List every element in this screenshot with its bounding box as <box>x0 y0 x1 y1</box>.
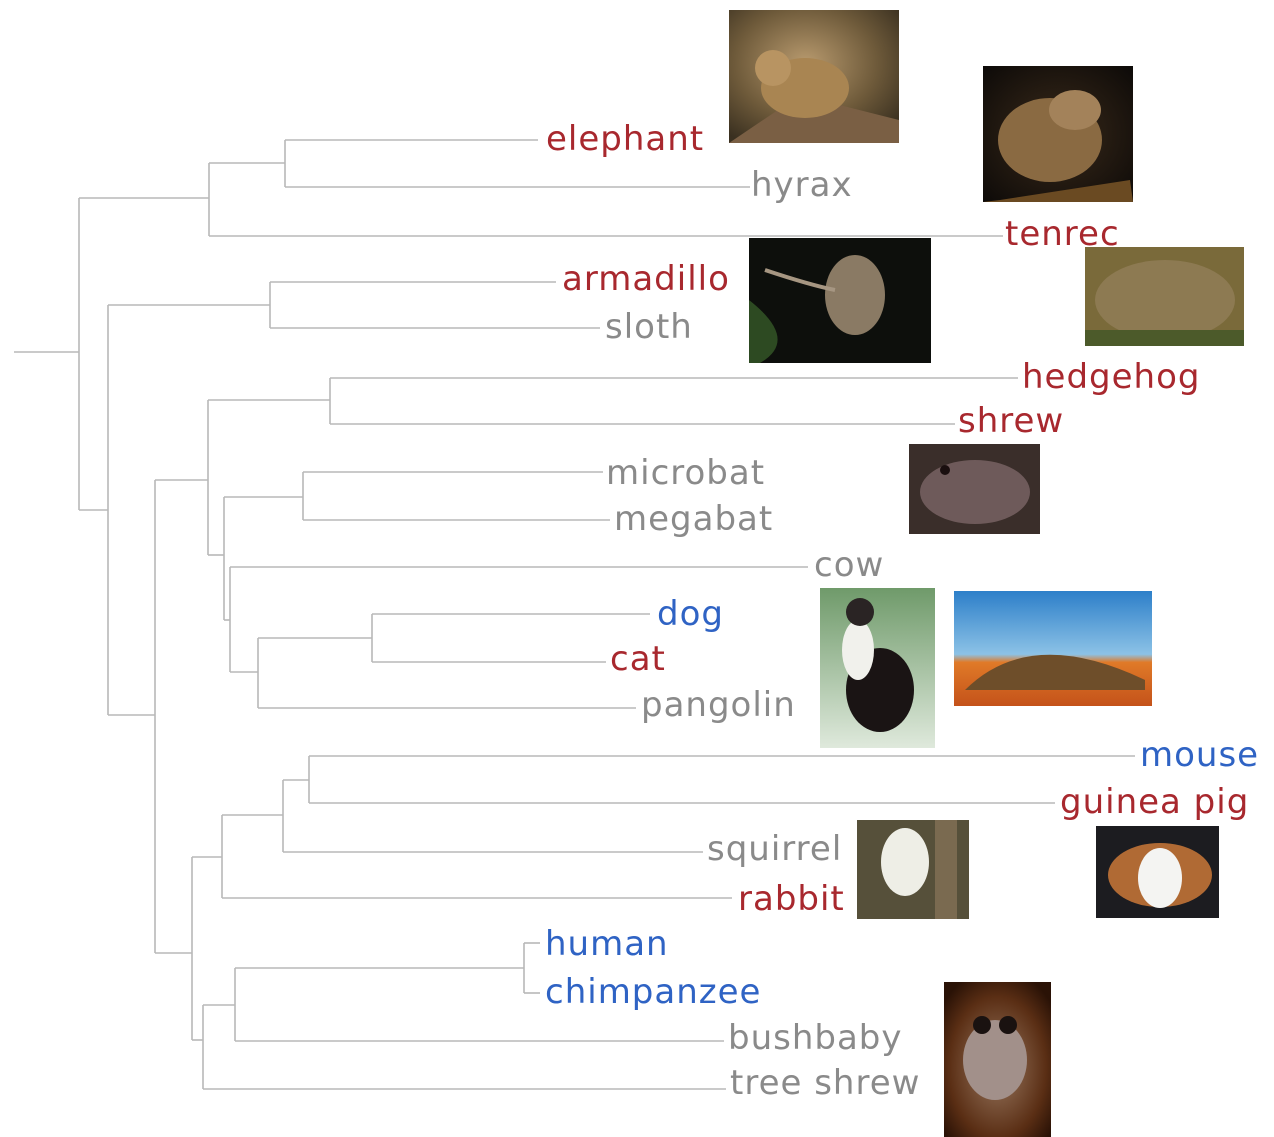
label-pangolin: pangolin <box>641 685 796 725</box>
label-mouse: mouse <box>1140 735 1259 775</box>
label-sloth: sloth <box>605 307 693 347</box>
label-tree-shrew: tree shrew <box>730 1063 920 1103</box>
label-human: human <box>545 924 669 964</box>
label-elephant: elephant <box>546 119 704 159</box>
label-guinea-pig: guinea pig <box>1060 782 1249 822</box>
label-microbat: microbat <box>606 453 765 493</box>
photo-guinea-pig <box>1096 826 1219 918</box>
photo-hyrax <box>729 10 899 143</box>
label-bushbaby: bushbaby <box>728 1018 903 1058</box>
photo-armadillo <box>749 238 931 363</box>
photo-pangolin <box>954 591 1152 706</box>
label-cat: cat <box>610 639 666 679</box>
label-squirrel: squirrel <box>707 829 842 869</box>
photo-cat <box>820 588 935 748</box>
photo-shrew <box>909 444 1040 534</box>
photo-rabbit <box>857 820 969 919</box>
label-tenrec: tenrec <box>1005 214 1120 254</box>
label-dog: dog <box>657 594 724 634</box>
label-shrew: shrew <box>958 401 1064 441</box>
photo-tenrec <box>983 66 1133 202</box>
label-cow: cow <box>814 545 884 585</box>
label-megabat: megabat <box>614 499 773 539</box>
label-chimpanzee: chimpanzee <box>545 972 761 1012</box>
label-hedgehog: hedgehog <box>1022 357 1200 397</box>
label-armadillo: armadillo <box>562 259 730 299</box>
photo-hedgehog <box>1085 247 1244 346</box>
label-rabbit: rabbit <box>738 879 845 919</box>
label-hyrax: hyrax <box>751 165 853 205</box>
photo-bushbaby <box>944 982 1051 1137</box>
